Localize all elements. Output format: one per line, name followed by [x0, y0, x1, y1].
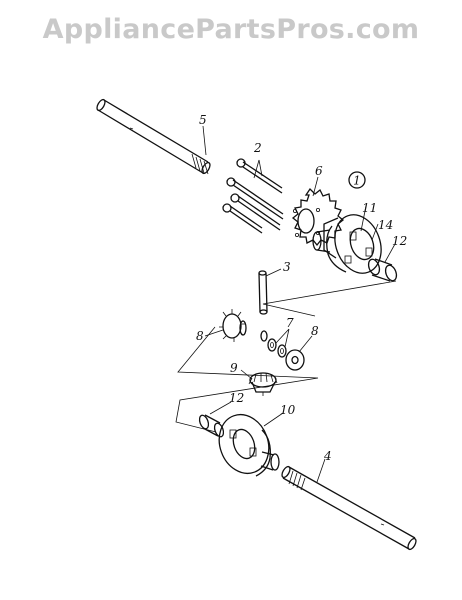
callout-6: 6 — [315, 164, 323, 178]
callout-11: 11 — [362, 201, 377, 215]
reference-number: 1 — [353, 174, 361, 188]
bushing-12-upper[interactable] — [367, 258, 399, 282]
differential-housing-lower-10[interactable] — [211, 408, 280, 481]
bevel-gear-8-left[interactable] — [219, 309, 247, 342]
callout-7: 7 — [286, 316, 294, 330]
callout-2: 2 — [253, 141, 262, 155]
callout-9: 9 — [230, 361, 238, 375]
callout-12-lower: 12 — [229, 391, 244, 405]
bolt-set-2[interactable] — [222, 158, 284, 234]
callout-5: 5 — [199, 113, 207, 127]
thrust-washer-8-right[interactable] — [285, 349, 305, 371]
callout-8-right: 8 — [311, 324, 319, 338]
axle-shaft-4[interactable] — [280, 465, 417, 551]
callout-10: 10 — [280, 403, 296, 417]
callout-14: 14 — [378, 218, 393, 232]
assembly-guide-line — [175, 280, 397, 433]
bushing-12-lower[interactable] — [198, 414, 225, 438]
callout-3: 3 — [283, 260, 291, 274]
watermark-logo-text: AppliancePartsPros.com — [42, 14, 420, 45]
callout-12-upper: 12 — [392, 234, 407, 248]
washer-set-7[interactable] — [260, 328, 290, 358]
callout-4: 4 — [323, 449, 332, 463]
bevel-gear-9[interactable] — [248, 372, 278, 396]
leader-lines — [202, 125, 396, 483]
axle-shaft-5[interactable] — [95, 98, 211, 175]
cross-pin-3[interactable] — [258, 270, 268, 315]
differential-housing-upper-11[interactable] — [312, 208, 389, 279]
diagram-reference-marker: 1 — [348, 171, 366, 189]
callout-8-left: 8 — [196, 329, 204, 343]
